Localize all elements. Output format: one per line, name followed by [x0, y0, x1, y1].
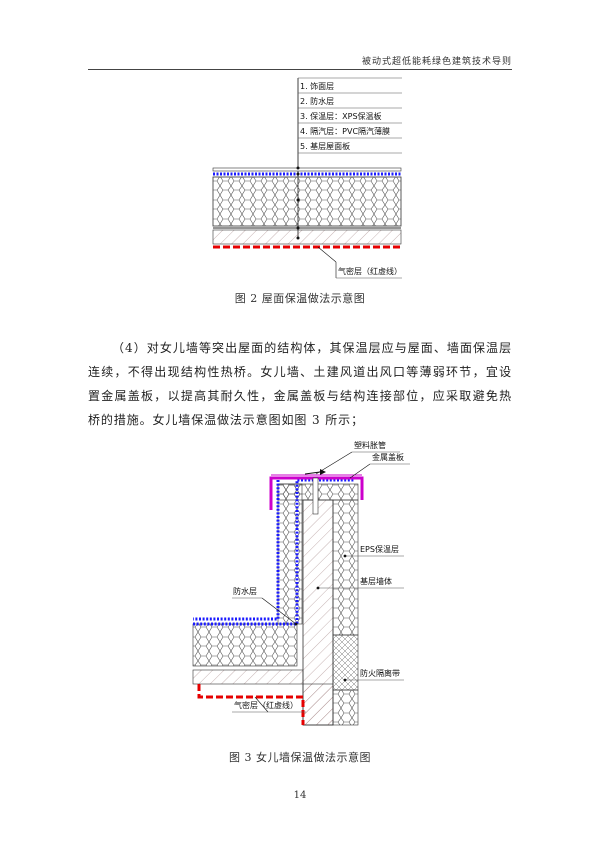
figure-2-roof-section: 1. 饰面层 2. 防水层 3. 保温层：XPS保温板 4. 隔汽层：PVC隔汽… — [212, 77, 402, 279]
layer-label-1: 1. 饰面层 — [300, 81, 334, 91]
label-airtight-fig3: 气密层（红虚线） — [234, 700, 298, 710]
roof-slab — [192, 669, 304, 685]
layer-label-2: 2. 防水层 — [300, 96, 334, 106]
facing-layer — [212, 167, 402, 172]
layer-label-4: 4. 隔汽层：PVC隔汽薄膜 — [300, 126, 390, 136]
label-eps: EPS保温层 — [360, 544, 399, 554]
layer-label-5: 5. 基层屋面板 — [300, 141, 350, 151]
page-number: 14 — [293, 790, 307, 801]
label-fire-barrier: 防火隔离带 — [360, 668, 400, 678]
layer-label-rows: 1. 饰面层 2. 防水层 3. 保温层：XPS保温板 4. 隔汽层：PVC隔汽… — [298, 77, 402, 154]
figure-3-caption: 图 3 女儿墙保温做法示意图 — [229, 751, 371, 764]
running-header: 被动式超低能耗绿色建筑技术导则 — [361, 57, 512, 67]
base-slab-layer — [212, 229, 402, 245]
plastic-anchor — [312, 477, 319, 515]
figure-3-parapet-section: 塑料胀管 金属盖板 EPS保温层 基层墙体 防水层 防火隔离带 气密层（红虚线） — [192, 440, 410, 726]
waterproof-line — [193, 478, 355, 626]
label-wall: 基层墙体 — [360, 576, 392, 586]
fire-barrier — [332, 634, 359, 691]
label-plastic-anchor: 塑料胀管 — [354, 440, 386, 450]
lower-wall — [302, 683, 334, 726]
eps-insulation-lower — [332, 689, 359, 726]
layer-label-3: 3. 保温层：XPS保温板 — [300, 111, 382, 121]
label-metal-cap: 金属盖板 — [372, 452, 404, 462]
xps-insulation-layer — [212, 176, 402, 227]
eps-insulation — [332, 499, 359, 636]
label-waterproof: 防水层 — [233, 586, 257, 596]
figure-2-caption: 图 2 屋面保温做法示意图 — [234, 292, 366, 305]
airtight-label-fig2: 气密层（红虚线） — [338, 266, 402, 276]
roof-insulation — [192, 623, 298, 667]
airtight-line — [197, 684, 305, 725]
body-paragraph: （4）对女儿墙等突出屋面的结构体，其保温层应与屋面、墙面保温层连续，不得出现结构… — [88, 341, 512, 427]
header-rule — [88, 69, 512, 70]
